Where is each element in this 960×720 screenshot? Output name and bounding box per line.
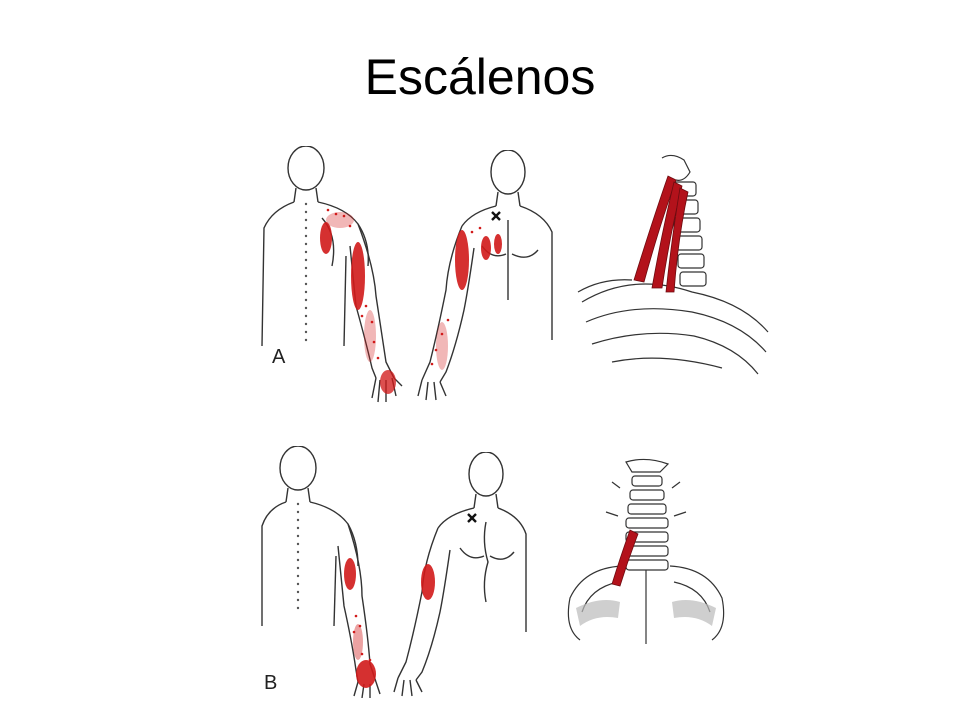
- figure-a-front-view: [412, 150, 560, 402]
- scalene-muscle-b: [611, 529, 639, 587]
- slide-title: Escálenos: [364, 49, 596, 105]
- figure-a-neck-anatomy: [572, 152, 772, 384]
- referral-pain-zone-b-front: [421, 564, 435, 600]
- figure-b-back-view: [258, 446, 398, 698]
- referral-pain-zone-a-front: [436, 230, 502, 370]
- x-mark-icon: [491, 211, 501, 221]
- figure-a-back-view: [258, 146, 418, 408]
- panel-letter-a: A: [272, 346, 286, 368]
- panel-letter-b: B: [264, 672, 278, 694]
- referral-pain-zone-a-back: [320, 212, 396, 394]
- scalene-muscle-a: [633, 175, 689, 293]
- figure-b-front-view: [386, 452, 534, 698]
- figure-b-spine-anatomy: [560, 458, 732, 644]
- x-mark-icon: [467, 513, 477, 523]
- referral-pain-zone-b-back: [344, 558, 376, 688]
